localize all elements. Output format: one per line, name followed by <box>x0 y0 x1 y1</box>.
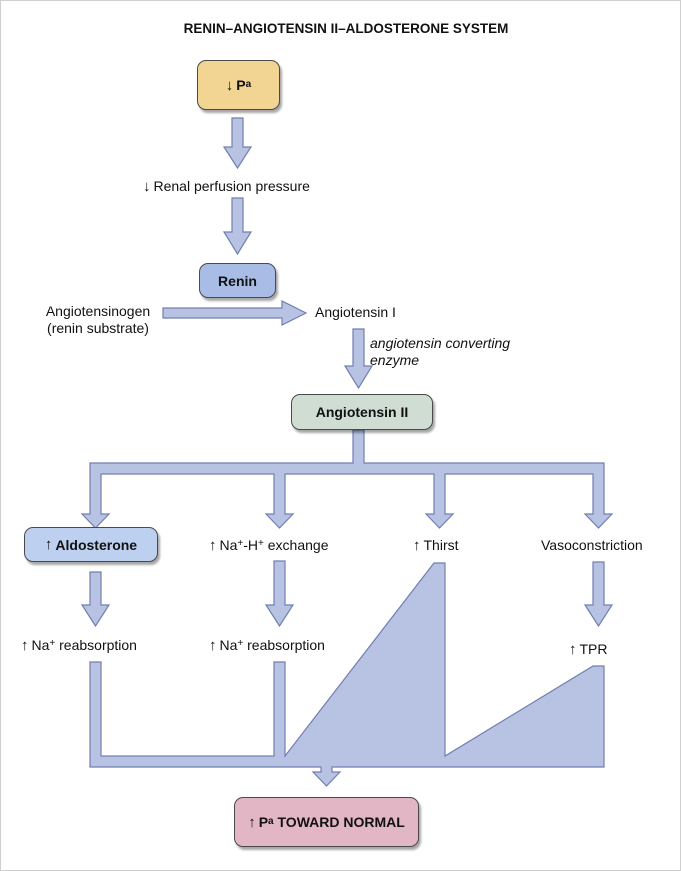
vasoconstriction-label: Vasoconstriction <box>541 537 643 553</box>
up-arrow-icon: ↑ <box>21 637 29 654</box>
arrow-exchange-to-na-reabsorption <box>264 560 295 628</box>
distribution-tree <box>80 429 614 529</box>
up-arrow-icon: ↑ <box>44 536 53 553</box>
angiotensinogen-label: Angiotensinogen (renin substrate) <box>45 303 151 336</box>
arrow-angiotensin-i-to-ii <box>343 328 374 390</box>
renin-box: Renin <box>199 263 276 298</box>
aldosterone-box: ↑Aldosterone <box>24 527 158 562</box>
diagram-title: RENIN–ANGIOTENSIN II–ALDOSTERONE SYSTEM <box>183 21 509 36</box>
convergence-tree <box>89 562 605 787</box>
na-h-exchange-label: ↑Na+-H+ exchange <box>209 537 329 554</box>
up-arrow-icon: ↑ <box>209 637 217 654</box>
up-arrow-icon: ↑ <box>569 641 577 658</box>
na-reabsorption-left-label: ↑Na+ reabsorption <box>21 637 137 654</box>
renal-perfusion-label: ↓Renal perfusion pressure <box>143 178 310 195</box>
arrow-angiotensinogen-to-angiotensin-i <box>162 300 308 326</box>
arrow-aldosterone-to-na-reabsorption <box>80 571 111 628</box>
angiotensin-ii-box: Angiotensin II <box>291 394 433 430</box>
arrow-renal-to-renin <box>222 197 253 256</box>
arrow-pa-to-renal <box>222 117 253 170</box>
down-arrow-icon: ↓ <box>225 76 234 94</box>
na-reabsorption-middle-label: ↑Na+ reabsorption <box>209 637 325 654</box>
tpr-label: ↑TPR <box>569 641 608 658</box>
down-arrow-icon: ↓ <box>143 178 151 195</box>
up-arrow-icon: ↑ <box>248 813 256 831</box>
angiotensin-i-label: Angiotensin I <box>315 304 396 320</box>
up-arrow-icon: ↑ <box>209 537 217 554</box>
pa-symbol: P <box>236 77 246 93</box>
thirst-label: ↑Thirst <box>413 537 459 554</box>
ace-label: angiotensin converting enzyme <box>370 335 511 368</box>
up-arrow-icon: ↑ <box>413 537 421 554</box>
arrow-vasoconstriction-to-tpr <box>583 561 614 628</box>
